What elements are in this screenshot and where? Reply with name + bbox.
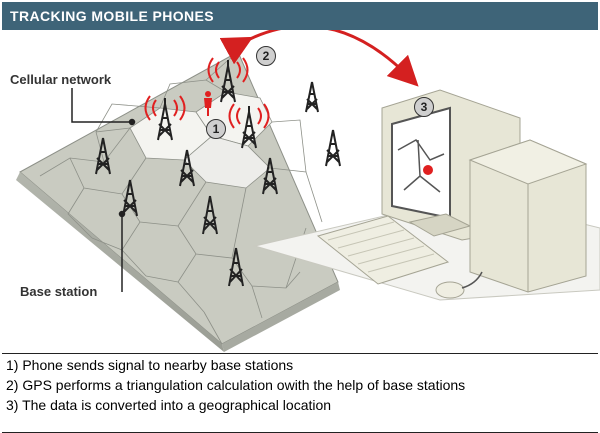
steps-list: 1) Phone sends signal to nearby base sta… <box>2 353 598 433</box>
computer-workstation <box>253 89 600 301</box>
step-1-text: 1) Phone sends signal to nearby base sta… <box>6 357 294 373</box>
tower-icon <box>157 98 173 141</box>
step-badge-3: 3 <box>414 97 434 117</box>
mobile-phone-icon <box>204 91 212 116</box>
page-title: TRACKING MOBILE PHONES <box>10 8 215 24</box>
tower-icon <box>122 179 138 217</box>
tower-icon <box>262 157 278 195</box>
map-pin-icon <box>423 165 433 175</box>
tower-icon <box>241 106 257 149</box>
title-bar: TRACKING MOBILE PHONES <box>2 2 598 30</box>
illustration <box>16 24 600 352</box>
keyboard-icon <box>316 215 450 285</box>
tower-icon <box>179 149 195 187</box>
mouse-icon <box>435 281 465 299</box>
label-base-station: Base station <box>20 284 98 299</box>
label-cellular-network: Cellular network <box>10 72 112 87</box>
tower-icon <box>305 81 319 113</box>
step-badge-1: 1 <box>206 119 226 139</box>
tower-icon <box>95 137 111 175</box>
step-2-text: 2) GPS performs a triangulation calculat… <box>6 377 466 393</box>
cellular-terrain <box>16 51 340 352</box>
tower-icon <box>228 247 244 287</box>
step-3-text: 3) The data is converted into a geograph… <box>6 397 332 413</box>
tower-icon <box>202 195 218 235</box>
step-badge-2: 2 <box>256 46 276 66</box>
callout-lines <box>71 88 136 292</box>
tower-icon <box>325 129 341 167</box>
